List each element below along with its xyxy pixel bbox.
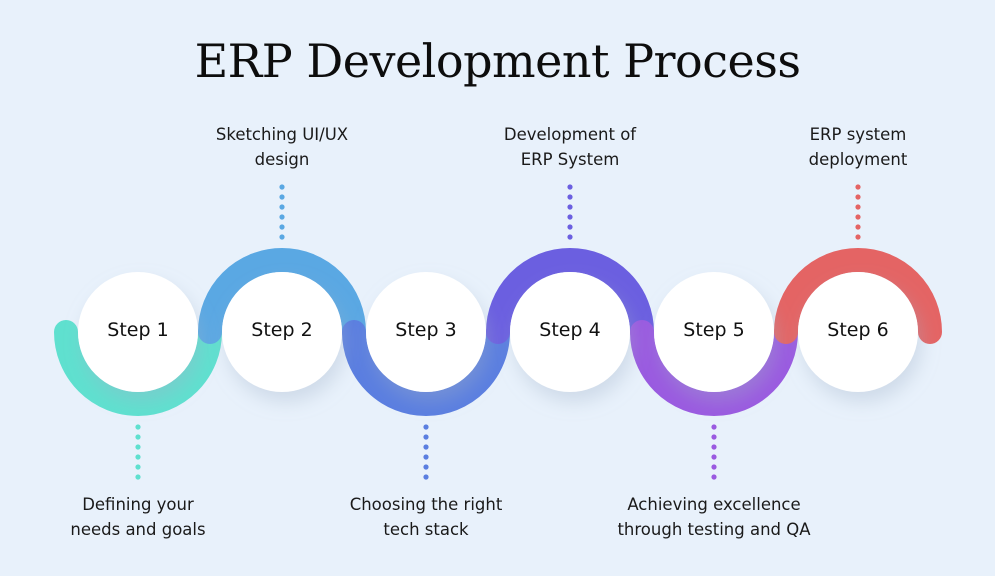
step-5-dotted-connector — [711, 424, 717, 480]
connector-dot — [279, 184, 285, 190]
step-4-description: Development of ERP System — [450, 122, 690, 172]
connector-dot — [567, 184, 573, 190]
step-6-circle — [798, 272, 918, 392]
connector-dot — [711, 454, 717, 460]
step-5-description: Achieving excellence through testing and … — [594, 492, 834, 542]
connector-dot — [855, 224, 861, 230]
step-4-dotted-connector — [567, 184, 573, 240]
step-1-arc — [54, 320, 222, 416]
connector-dot — [279, 224, 285, 230]
description-line-2: tech stack — [383, 520, 469, 539]
step-6-dotted-connector — [855, 184, 861, 240]
description-line-1: Choosing the right — [349, 495, 503, 514]
connector-dot — [423, 434, 429, 440]
description-line-1: Defining your — [82, 495, 194, 514]
connector-dot — [567, 204, 573, 210]
connector-dot — [711, 424, 717, 430]
connector-dot — [423, 424, 429, 430]
description-line-1: ERP system — [809, 125, 907, 144]
connector-dot — [711, 464, 717, 470]
description-line-1: Development of — [503, 125, 637, 144]
description-line-2: ERP System — [520, 150, 620, 169]
connector-dot — [135, 434, 141, 440]
connector-dot — [855, 234, 861, 240]
step-1-dotted-connector — [135, 424, 141, 480]
step-1-description: Defining your needs and goals — [18, 492, 258, 542]
description-line-1: Sketching UI/UX — [215, 125, 349, 144]
connector-dot — [279, 204, 285, 210]
connector-dot — [567, 224, 573, 230]
step-3-dotted-connector — [423, 424, 429, 480]
connector-dot — [279, 194, 285, 200]
connector-dot — [567, 194, 573, 200]
step-5-circle — [654, 272, 774, 392]
step-2-circle — [222, 272, 342, 392]
step-3-description: Choosing the right tech stack — [306, 492, 546, 542]
step-1-circle — [78, 272, 198, 392]
connector-dot — [135, 474, 141, 480]
step-6-arc — [774, 248, 942, 344]
connector-dot — [279, 234, 285, 240]
step-4-label: Step 4 — [539, 319, 601, 341]
connector-dot — [567, 234, 573, 240]
description-line-2: design — [254, 150, 310, 169]
step-6-label: Step 6 — [827, 319, 889, 341]
connector-dot — [855, 204, 861, 210]
connector-dot — [423, 464, 429, 470]
connector-dot — [711, 444, 717, 450]
step-6-description: ERP system deployment — [738, 122, 978, 172]
connector-dot — [423, 474, 429, 480]
description-line-2: needs and goals — [70, 520, 206, 539]
connector-dot — [135, 424, 141, 430]
step-4-arc — [486, 248, 654, 344]
description-line-2: through testing and QA — [617, 520, 811, 539]
connector-dot — [135, 464, 141, 470]
description-line-2: deployment — [808, 150, 908, 169]
step-4-circle — [510, 272, 630, 392]
connector-dot — [855, 214, 861, 220]
connector-dot — [711, 474, 717, 480]
step-1-label: Step 1 — [107, 319, 169, 341]
step-5-label: Step 5 — [683, 319, 745, 341]
step-2-dotted-connector — [279, 184, 285, 240]
step-2-description: Sketching UI/UX design — [162, 122, 402, 172]
connector-dot — [423, 454, 429, 460]
step-2-label: Step 2 — [251, 319, 313, 341]
page-title: ERP Development Process — [194, 34, 801, 88]
connector-dot — [855, 184, 861, 190]
connector-dot — [567, 214, 573, 220]
connector-dot — [135, 454, 141, 460]
step-3-arc — [342, 320, 510, 416]
connector-dot — [423, 444, 429, 450]
step-2-arc — [198, 248, 366, 344]
connector-dot — [135, 444, 141, 450]
step-3-circle — [366, 272, 486, 392]
connector-dot — [855, 194, 861, 200]
step-5-arc — [630, 320, 798, 416]
step-3-label: Step 3 — [395, 319, 457, 341]
description-line-1: Achieving excellence — [627, 495, 801, 514]
connector-dot — [279, 214, 285, 220]
connector-dot — [711, 434, 717, 440]
